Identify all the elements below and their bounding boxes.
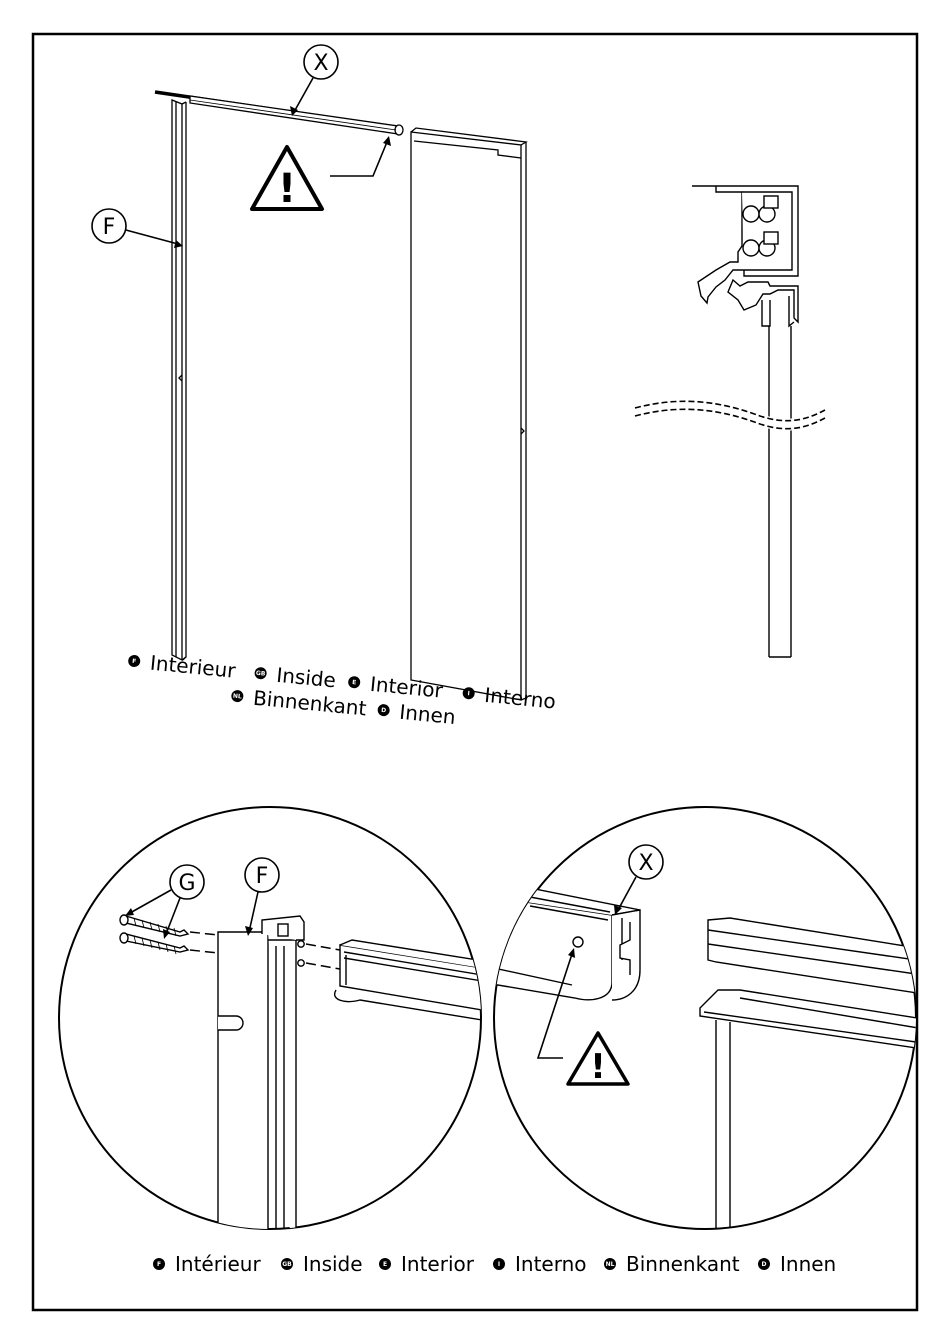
callout-x-top: X [290, 45, 338, 116]
callout-f-bottom-label: F [256, 864, 269, 889]
legend-top-it: Interno [483, 683, 556, 714]
svg-text:F: F [132, 658, 137, 665]
legend-bottom: F Intérieur GB Inside E Interior I Inter… [153, 1252, 836, 1276]
svg-text:GB: GB [256, 670, 267, 678]
profile-f-detail [218, 916, 304, 1232]
panel-side [411, 128, 526, 700]
svg-text:E: E [352, 679, 357, 686]
svg-text:E: E [383, 1261, 387, 1268]
svg-text:D: D [762, 1261, 767, 1268]
legend-bottom-de: Innen [780, 1252, 836, 1276]
callout-x-bottom-label: X [638, 851, 653, 876]
legend-bottom-it: Interno [515, 1252, 587, 1276]
profile-f-vertical [172, 100, 186, 660]
legend-top-fr: Intérieur [149, 651, 237, 683]
warning-symbol-top: ! [278, 166, 296, 212]
callout-f-top-label: F [103, 215, 116, 240]
break-line [635, 401, 825, 428]
glass-panel-section [769, 326, 791, 657]
legend-bottom-gb: Inside [303, 1252, 363, 1276]
svg-text:F: F [157, 1261, 161, 1268]
legend-bottom-es: Interior [401, 1252, 475, 1276]
warning-symbol-bottom: ! [590, 1047, 606, 1087]
svg-text:I: I [498, 1261, 500, 1268]
rail-cross-section [692, 186, 798, 326]
svg-text:D: D [381, 707, 387, 714]
svg-text:GB: GB [282, 1261, 292, 1268]
svg-text:NL: NL [233, 693, 243, 701]
legend-bottom-nl: Binnenkant [626, 1252, 740, 1276]
svg-text:NL: NL [606, 1261, 615, 1268]
rail-x-end-detail [480, 888, 640, 1000]
callout-f-top: F [92, 209, 183, 248]
warning-triangle-top: ! [252, 136, 391, 212]
rail-x-top [155, 92, 403, 135]
callout-x-top-label: X [313, 51, 328, 76]
legend-top-de: Innen [398, 700, 456, 729]
legend-top-nl: Binnenkant [252, 686, 368, 721]
callout-g-label: G [178, 871, 195, 896]
legend-bottom-fr: Intérieur [175, 1252, 261, 1276]
